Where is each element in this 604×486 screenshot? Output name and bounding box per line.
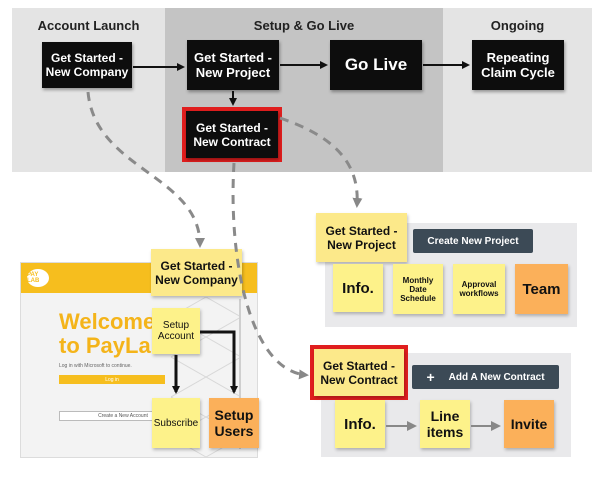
sticky-label: Team xyxy=(522,280,561,298)
sticky-team: Team xyxy=(515,264,568,314)
dashed-company-to-login xyxy=(86,91,205,248)
sticky-label: Line items xyxy=(426,408,464,440)
sticky-label: Subscribe xyxy=(153,417,199,429)
create-account-label: Create a New Account xyxy=(98,413,148,419)
sticky-label: Invite xyxy=(510,416,548,432)
sticky-new-project: Get Started - New Project xyxy=(316,213,407,262)
sticky-setup-account: Setup Account xyxy=(152,308,200,354)
sticky-new-company: Get Started - New Company xyxy=(151,249,242,296)
sticky-setup-users: Setup Users xyxy=(209,398,259,448)
band-title: Account Launch xyxy=(37,18,140,33)
button-label: Create New Project xyxy=(427,235,519,247)
welcome-line-2: to PayLab. xyxy=(59,333,171,358)
sticky-invite: Invite xyxy=(504,400,554,448)
band-title: Ongoing xyxy=(490,18,545,33)
node-go-live: Go Live xyxy=(330,40,422,90)
triangle-pattern xyxy=(171,297,241,457)
node-label: Go Live xyxy=(344,55,408,74)
sticky-label: Get Started - New Contract xyxy=(320,358,398,387)
node-label: Repeating Claim Cycle xyxy=(481,50,555,80)
node-label: Get Started - New Project xyxy=(193,50,272,80)
band-ongoing: Ongoing xyxy=(443,8,592,172)
node-new-company: Get Started - New Company xyxy=(42,42,132,88)
sticky-label: Info. xyxy=(344,415,376,433)
sticky-project-info: Info. xyxy=(333,264,383,312)
logo-text: PAY LAB xyxy=(27,272,40,284)
band-account-launch: Account Launch xyxy=(12,8,165,172)
login-button-label: Log in xyxy=(105,376,119,383)
welcome-line-1: Welcome xyxy=(59,309,156,334)
add-new-contract-button[interactable]: + Add A New Contract xyxy=(412,365,559,389)
highlight-frame xyxy=(182,107,282,162)
sticky-monthly-date-schedule: Monthly Date Schedule xyxy=(393,264,443,314)
sticky-label: Setup Account xyxy=(157,320,195,342)
dashed-contract-to-panel xyxy=(231,162,309,380)
sticky-line-items: Line items xyxy=(420,400,470,448)
node-new-contract: Get Started - New Contract xyxy=(186,111,278,158)
highlight-frame xyxy=(310,345,408,400)
sticky-contract-info: Info. xyxy=(335,400,385,448)
node-repeating-claim-cycle: Repeating Claim Cycle xyxy=(472,40,564,90)
dashed-project-to-panel xyxy=(279,116,363,208)
login-hint: Log in with Microsoft to continue. xyxy=(59,363,132,369)
node-label: Get Started - New Company xyxy=(45,51,129,79)
sticky-approval-workflows: Approval workflows xyxy=(453,264,505,314)
sticky-label: Get Started - New Company xyxy=(155,258,238,287)
sticky-subscribe: Subscribe xyxy=(152,398,200,448)
band-title: Setup & Go Live xyxy=(253,18,355,33)
plus-icon: + xyxy=(426,369,435,385)
sticky-label: Setup Users xyxy=(214,407,254,439)
scroll-track xyxy=(239,299,241,449)
arrow-account-to-users xyxy=(200,330,238,394)
sticky-label: Monthly Date Schedule xyxy=(400,275,436,303)
sticky-label: Approval workflows xyxy=(459,280,499,298)
login-button[interactable]: Log in xyxy=(59,375,165,384)
sticky-new-contract: Get Started - New Contract xyxy=(314,349,404,396)
node-new-project: Get Started - New Project xyxy=(187,40,279,90)
button-label: Add A New Contract xyxy=(448,371,545,383)
sticky-label: Info. xyxy=(342,279,374,297)
create-new-project-button[interactable]: Create New Project xyxy=(413,229,533,253)
node-label: Get Started - New Contract xyxy=(193,120,271,149)
sticky-label: Get Started - New Project xyxy=(325,223,398,252)
paylab-logo: PAY LAB xyxy=(27,269,49,287)
